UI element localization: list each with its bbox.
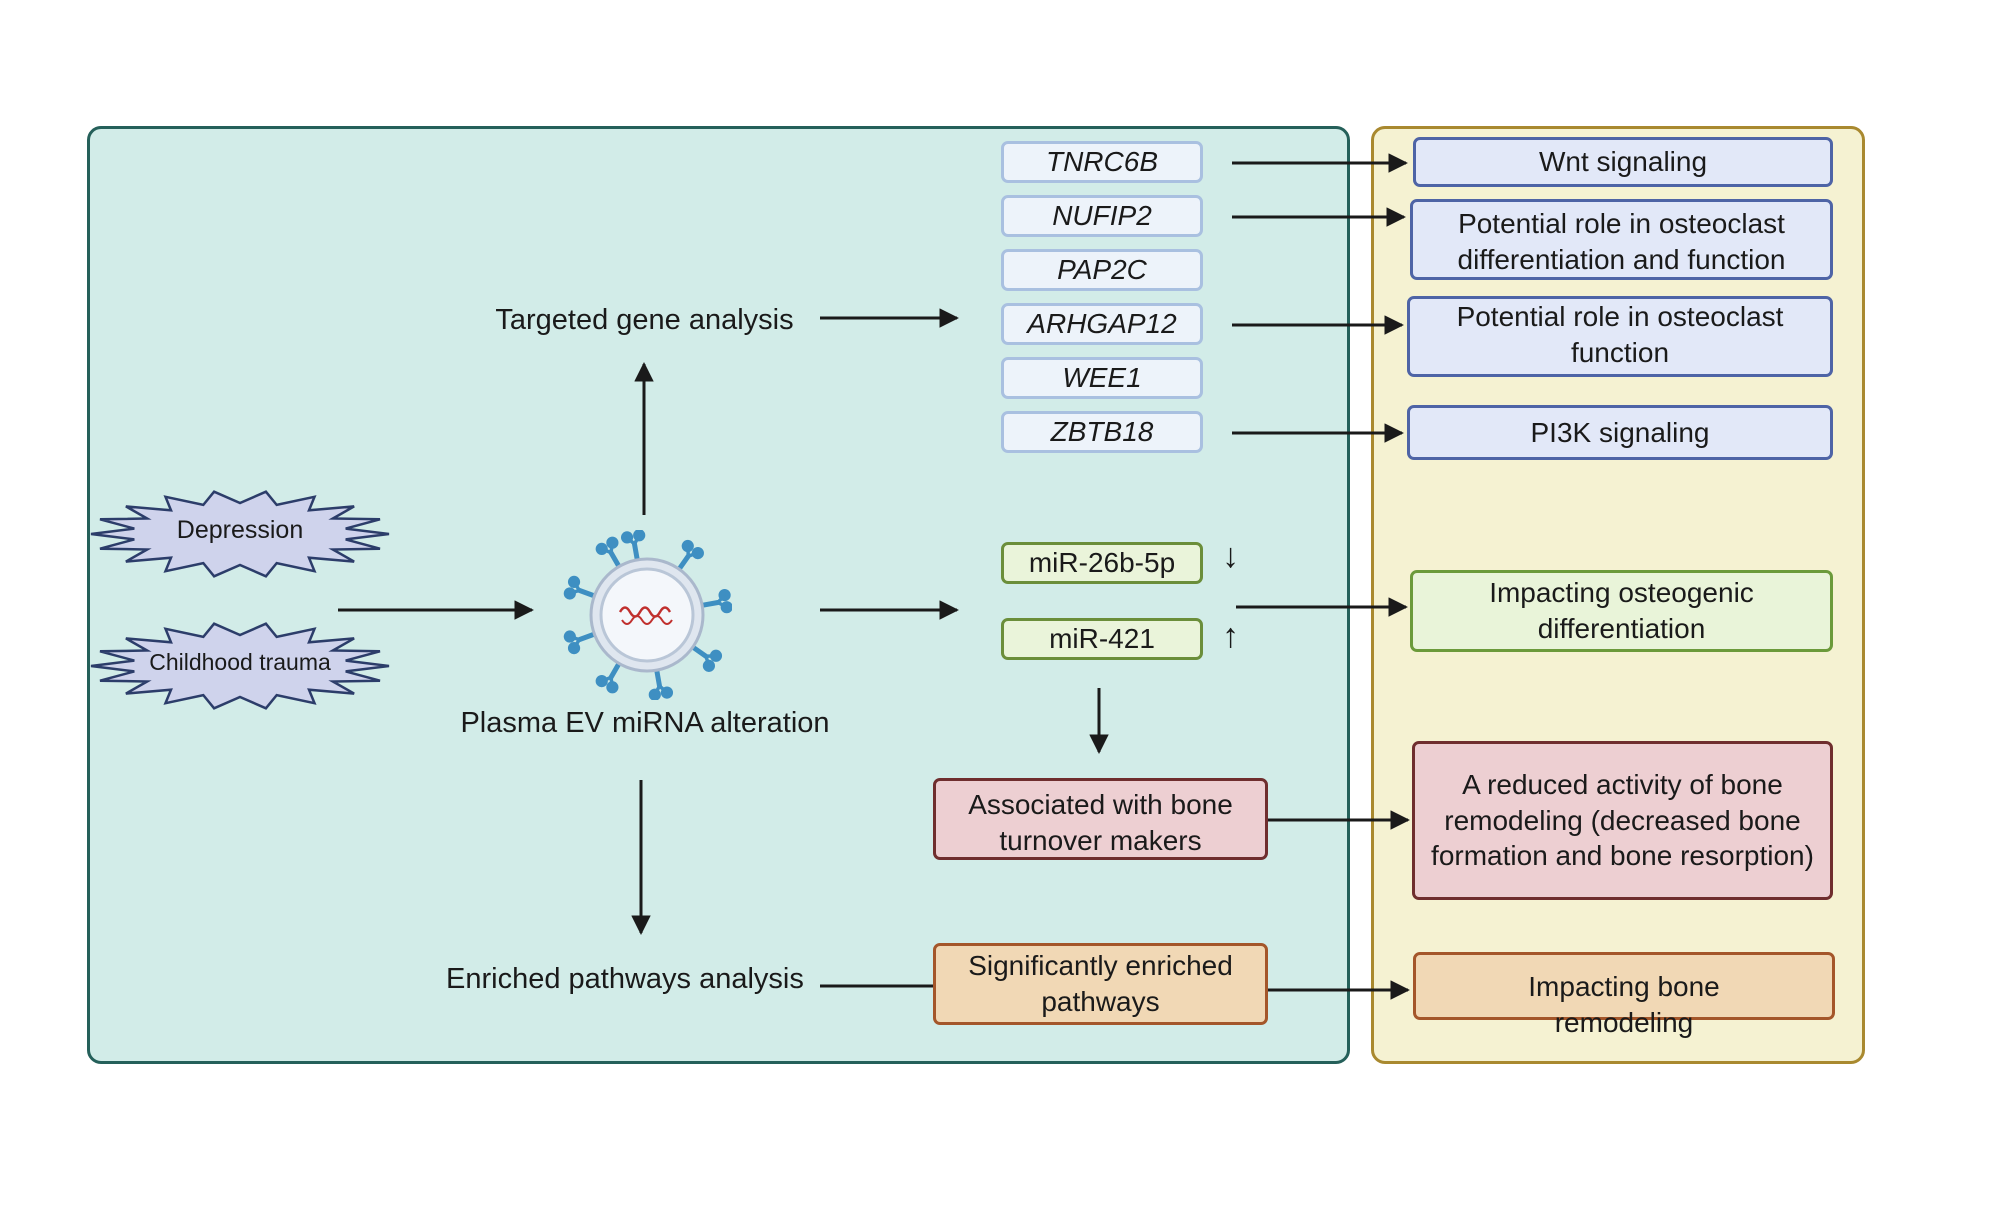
extracellular-vesicle-icon	[563, 530, 732, 700]
significantly-enriched-pathways-box: Significantly enriched pathways	[933, 943, 1268, 1025]
gene-nufip2: NUFIP2	[1001, 195, 1203, 237]
gene-zbtb18: ZBTB18	[1001, 411, 1203, 453]
childhood-trauma-starburst	[90, 622, 390, 710]
vesicle-receptor-0	[631, 541, 640, 563]
plasma-ev-mirna-label: Plasma EV miRNA alteration	[460, 707, 830, 739]
vesicle-receptor-3	[690, 644, 709, 659]
up-arrow-icon: ↑	[1222, 617, 1239, 655]
enriched-pathways-analysis-label: Enriched pathways analysis	[446, 963, 804, 995]
depression-label: Depression	[176, 516, 304, 544]
osteoclast-differentiation-box: Potential role in osteoclast differentia…	[1410, 199, 1833, 280]
pi3k-signaling-box: PI3K signaling	[1407, 405, 1833, 460]
wnt-signaling-box: Wnt signaling	[1413, 137, 1833, 187]
mirna-26b-5p: miR-26b-5p	[1001, 542, 1203, 584]
vesicle-receptor-6	[576, 631, 597, 643]
gene-arhgap12: ARHGAP12	[1001, 303, 1203, 345]
osteogenic-differentiation-box: Impacting osteogenic differentiation	[1410, 570, 1833, 652]
childhood-trauma-label: Childhood trauma	[149, 649, 331, 675]
vesicle-receptor-1	[676, 553, 691, 572]
vesicle-receptor-4	[654, 667, 663, 689]
bone-turnover-markers-box: Associated with bone turnover makers	[933, 778, 1268, 860]
gene-wee1: WEE1	[1001, 357, 1203, 399]
gene-tnrc6b: TNRC6B	[1001, 141, 1203, 183]
vesicle-receptor-2	[699, 599, 721, 608]
vesicle-receptor-8	[608, 550, 622, 570]
gene-pap2c: PAP2C	[1001, 249, 1203, 291]
targeted-gene-analysis-label: Targeted gene analysis	[495, 304, 794, 336]
reduced-bone-remodeling-box: A reduced activity of bone remodeling (d…	[1412, 741, 1833, 900]
mirna-421: miR-421	[1001, 618, 1203, 660]
depression-starburst	[90, 490, 390, 578]
osteoclast-function-box: Potential role in osteoclast function	[1407, 296, 1833, 377]
vesicle-receptor-5	[608, 660, 622, 680]
down-arrow-icon: ↓	[1222, 537, 1239, 575]
vesicle-receptor-7	[576, 587, 597, 599]
